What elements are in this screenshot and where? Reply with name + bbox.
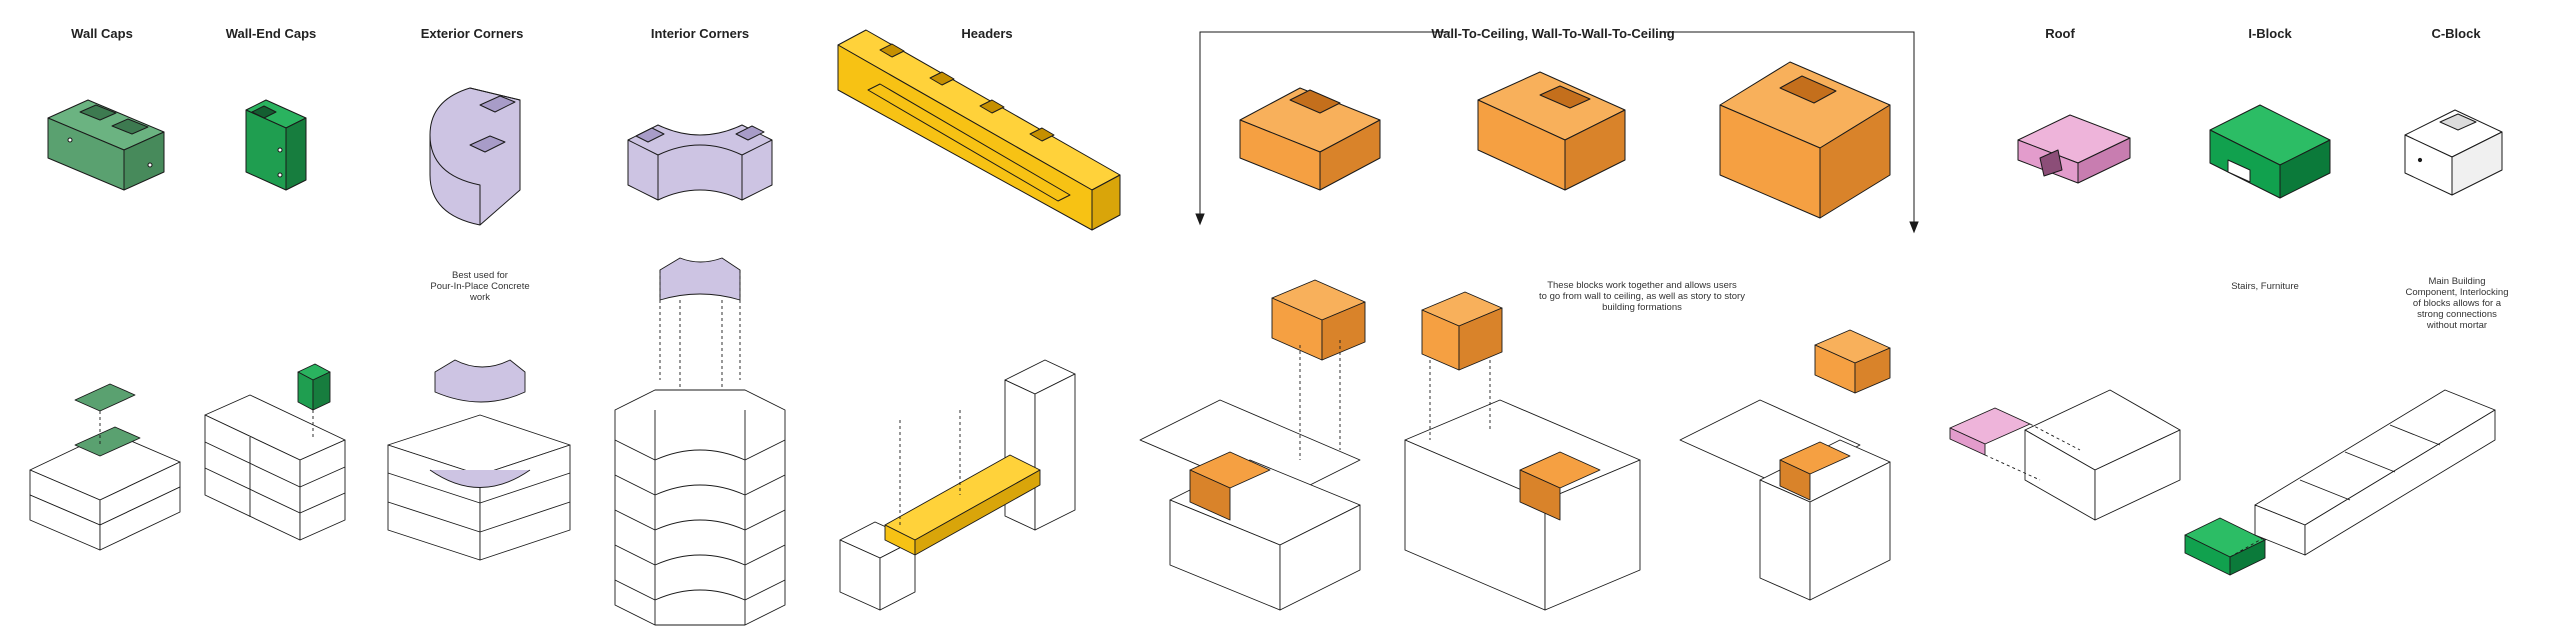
title-i-block: I-Block — [2248, 26, 2292, 41]
i-block-assembly — [2184, 494, 2351, 576]
wall-cap-block — [47, 99, 165, 191]
wall-end-cap-block — [245, 99, 307, 191]
roof-assembly — [1949, 389, 2181, 521]
title-wall-caps: Wall Caps — [71, 26, 133, 41]
title-exterior-corners: Exterior Corners — [420, 26, 524, 41]
title-wall-to-ceiling: Wall-To-Ceiling, Wall-To-Wall-To-Ceiling — [1425, 26, 1681, 41]
bracket-arrow-left-icon — [1199, 31, 1450, 219]
title-c-block: C-Block — [2431, 26, 2481, 41]
note-wall-to-ceiling: These blocks work together and allows us… — [1539, 280, 1745, 313]
interior-corner-block — [627, 124, 773, 201]
bracket-arrows — [1195, 31, 1919, 234]
title-headers: Headers — [961, 26, 1013, 41]
wall-to-ceiling-assembly-3 — [1679, 329, 1891, 601]
wall-to-ceiling-block-1 — [1239, 87, 1381, 191]
exterior-corners-assembly — [387, 359, 571, 561]
header-block — [837, 29, 1121, 231]
exterior-corner-block — [429, 87, 521, 226]
c-block — [2404, 109, 2503, 196]
wall-to-ceiling-assembly-1 — [1139, 279, 1366, 611]
wall-to-ceiling-block-3 — [1719, 61, 1891, 219]
note-i-block: Stairs, Furniture — [2231, 281, 2299, 292]
c-block-assembly — [2254, 389, 2496, 556]
title-interior-corners: Interior Corners — [650, 26, 750, 41]
interior-corners-assembly — [614, 257, 786, 626]
i-block — [2209, 104, 2331, 199]
headers-assembly — [839, 359, 1076, 611]
wall-to-ceiling-block-2 — [1477, 71, 1626, 191]
wall-end-caps-assembly — [204, 363, 346, 541]
wall-to-ceiling-assembly-2 — [1404, 291, 1641, 611]
wall-caps-assembly — [29, 383, 181, 551]
roof-block — [2017, 114, 2131, 184]
bracket-arrow-right-icon — [1660, 31, 1915, 227]
title-wall-end-caps: Wall-End Caps — [225, 26, 317, 41]
title-roof: Roof — [2045, 26, 2075, 41]
